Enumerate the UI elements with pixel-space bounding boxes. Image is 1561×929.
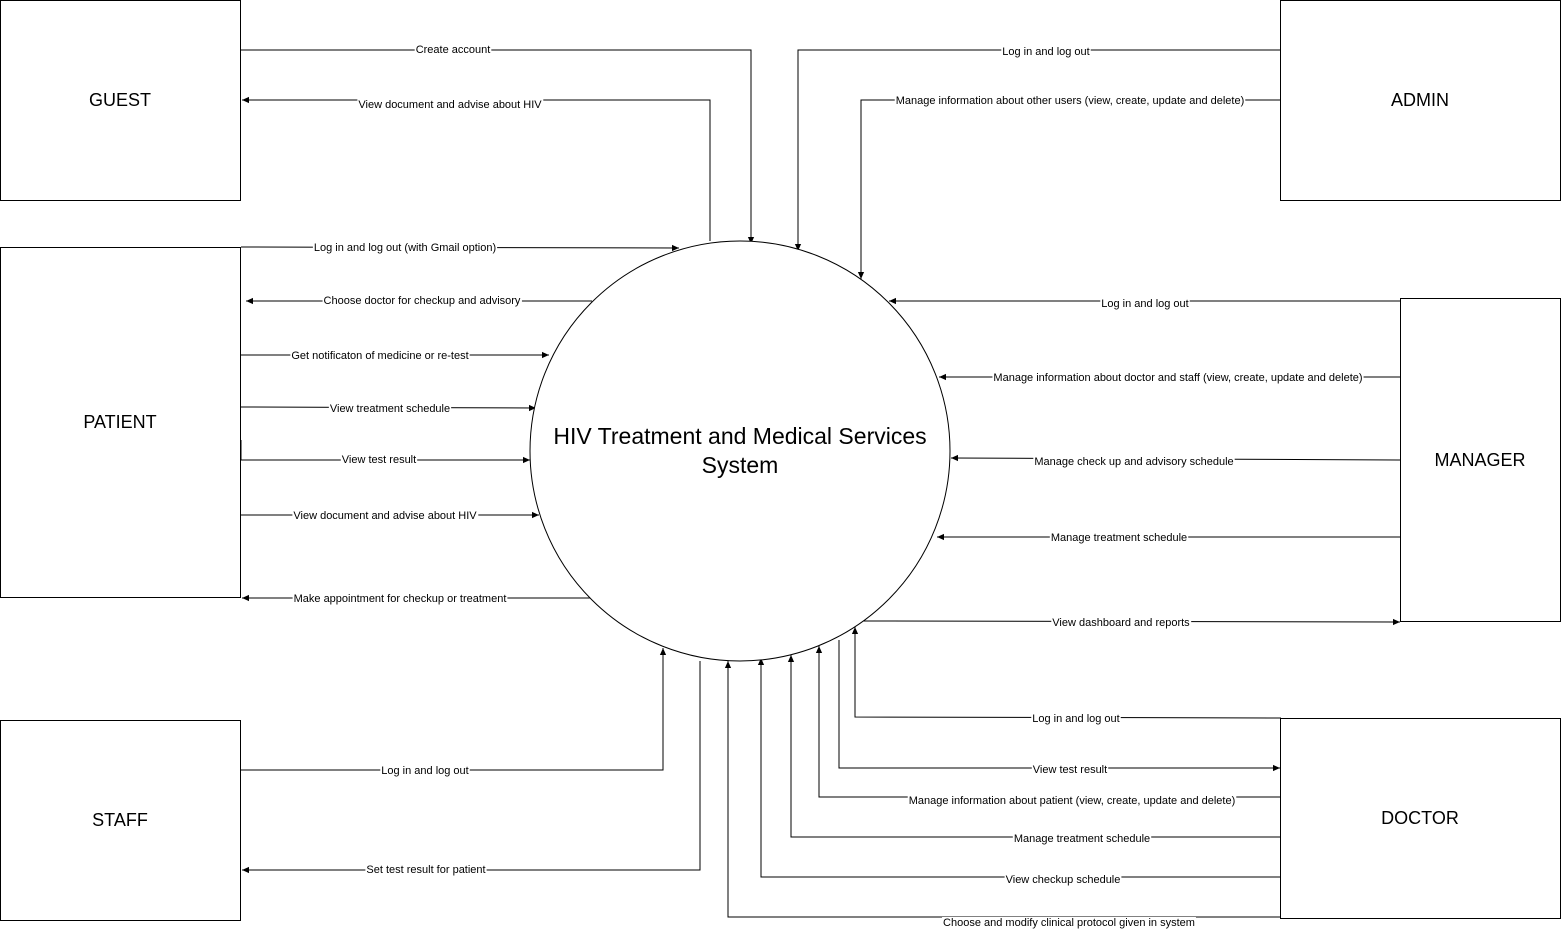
entity-label-staff: STAFF xyxy=(92,810,148,830)
flow-label-staff-login: Log in and log out xyxy=(381,765,468,777)
flow-label-background xyxy=(328,403,452,415)
flow-label-manager-dashboard: View dashboard and reports xyxy=(1052,617,1190,629)
flow-label-admin-login: Log in and log out xyxy=(1002,46,1089,58)
flow-label-background xyxy=(942,917,1196,929)
edge-guest-create-account xyxy=(241,49,755,244)
flow-label-background xyxy=(414,44,492,56)
flow-label-background xyxy=(907,795,1237,807)
flow-label-background xyxy=(340,454,418,466)
flow-label-guest-create-account: Create account xyxy=(416,44,491,56)
flow-label-background xyxy=(1031,713,1121,725)
entity-label-guest: GUEST xyxy=(89,90,151,110)
edge-guest-view-document xyxy=(242,96,711,241)
flow-label-background xyxy=(894,95,1246,107)
flow-label-patient-appointment: Make appointment for checkup or treatmen… xyxy=(294,593,507,605)
entity-box-guest xyxy=(0,0,241,201)
flow-label-background xyxy=(1049,532,1189,544)
entity-label-manager: MANAGER xyxy=(1434,450,1525,470)
flow-label-background xyxy=(1001,46,1091,58)
flow-label-manager-treatment-schedule: Manage treatment schedule xyxy=(1051,532,1187,544)
flow-label-background xyxy=(357,99,544,111)
flow-label-background xyxy=(380,765,470,777)
edge-staff-login xyxy=(241,648,667,771)
entity-label-patient: PATIENT xyxy=(83,412,156,432)
entity-guest: GUEST xyxy=(0,0,241,201)
flow-label-background xyxy=(292,510,479,522)
flow-label-patient-test-result: View test result xyxy=(342,454,416,466)
process-title-line1: HIV Treatment and Medical Services xyxy=(553,423,926,449)
flow-label-background xyxy=(312,242,498,254)
entity-box-staff xyxy=(0,720,241,921)
edge-admin-manage-users xyxy=(857,99,1281,279)
entity-staff: STAFF xyxy=(0,720,241,921)
edge-doctor-login xyxy=(851,627,1282,719)
flow-label-patient-notification: Get notificaton of medicine or re-test xyxy=(291,350,468,362)
edge-doctor-treatment-schedule xyxy=(787,655,1281,838)
flow-label-background xyxy=(1012,833,1152,845)
flow-label-background xyxy=(1033,456,1235,468)
flow-label-doctor-login: Log in and log out xyxy=(1032,713,1119,725)
entity-box-doctor xyxy=(1280,718,1561,919)
flow-label-doctor-treatment-schedule: Manage treatment schedule xyxy=(1014,833,1150,845)
flow-label-background xyxy=(1051,617,1192,629)
flow-label-doctor-test-result: View test result xyxy=(1033,764,1107,776)
flow-label-background xyxy=(1100,298,1190,310)
entity-label-doctor: DOCTOR xyxy=(1381,808,1459,828)
entity-box-admin xyxy=(1280,0,1561,201)
flow-label-patient-choose-doctor: Choose doctor for checkup and advisory xyxy=(324,295,521,307)
edge-admin-login xyxy=(794,49,1281,251)
edge-staff-set-test-result xyxy=(242,661,701,874)
entity-manager: MANAGER xyxy=(1400,298,1561,622)
flow-label-doctor-checkup-schedule: View checkup schedule xyxy=(1006,874,1121,886)
process-title-line2: System xyxy=(702,452,779,478)
flow-label-manager-login: Log in and log out xyxy=(1101,298,1188,310)
flow-label-background xyxy=(292,593,508,605)
flow-label-admin-manage-users: Manage information about other users (vi… xyxy=(896,95,1245,107)
process-circle xyxy=(529,240,951,662)
edge-doctor-clinical-protocol xyxy=(724,661,1281,918)
central-process: HIV Treatment and Medical Services Syste… xyxy=(529,240,951,662)
flow-label-manager-manage-doctor-staff: Manage information about doctor and staf… xyxy=(993,372,1362,384)
flow-labels: Create account View document and advise … xyxy=(290,44,1364,929)
flow-label-patient-login: Log in and log out (with Gmail option) xyxy=(314,242,496,254)
flow-label-staff-set-test-result: Set test result for patient xyxy=(366,864,485,876)
flow-label-patient-treatment-schedule: View treatment schedule xyxy=(330,403,450,415)
flow-label-doctor-manage-patient: Manage information about patient (view, … xyxy=(909,795,1236,807)
flow-label-background xyxy=(365,864,487,876)
flow-label-background xyxy=(992,372,1364,384)
flow-label-background xyxy=(322,295,522,307)
flow-label-patient-view-document: View document and advise about HIV xyxy=(293,510,477,522)
flow-label-doctor-clinical-protocol: Choose and modify clinical protocol give… xyxy=(943,917,1195,929)
flow-label-guest-view-document: View document and advise about HIV xyxy=(358,99,542,111)
flow-label-background xyxy=(290,350,470,362)
entity-label-admin: ADMIN xyxy=(1391,90,1449,110)
flow-label-background xyxy=(1031,764,1109,776)
entity-admin: ADMIN xyxy=(1280,0,1561,201)
entity-patient: PATIENT xyxy=(0,247,241,598)
edge-doctor-test-result xyxy=(838,640,1280,772)
entity-doctor: DOCTOR xyxy=(1280,718,1561,919)
entity-box-patient xyxy=(0,247,241,598)
flow-label-background xyxy=(1004,874,1122,886)
flow-label-manager-checkup-schedule: Manage check up and advisory schedule xyxy=(1034,456,1233,468)
